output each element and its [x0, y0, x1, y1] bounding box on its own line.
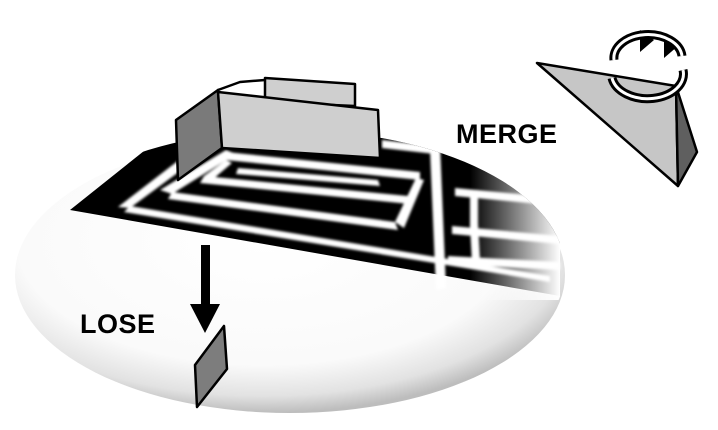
- lose-label: LOSE: [80, 309, 156, 339]
- merge-triangle: [535, 61, 699, 188]
- rotate-arrows-icon: [607, 30, 688, 104]
- arrow-down-icon: [190, 245, 220, 333]
- merge-label: MERGE: [456, 119, 558, 149]
- upright-panels: [174, 76, 382, 182]
- lost-tile: [193, 324, 229, 409]
- front-panel: [216, 90, 382, 160]
